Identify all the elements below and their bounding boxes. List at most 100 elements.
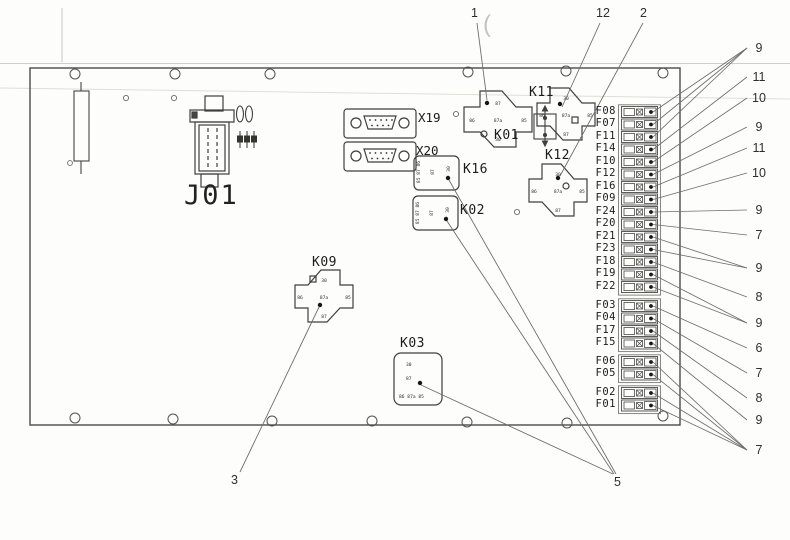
fuse-element-x (636, 389, 643, 397)
fuse-element-x (636, 271, 643, 278)
fuse-symbol-F05 (621, 368, 658, 381)
fuse-label-F19: F19 (595, 267, 616, 279)
right-callout-number-15: 7 (755, 443, 763, 457)
right-callout-number-11: 6 (755, 341, 763, 355)
fuse-leader-line (652, 286, 748, 324)
svg-text:30: 30 (321, 278, 327, 284)
svg-text:86: 86 (539, 113, 545, 119)
fuse-contact (644, 270, 657, 279)
fuse-element-x (636, 327, 643, 335)
fuse-contact (644, 388, 657, 398)
fuse-element (636, 340, 643, 347)
component-label-k11: K11 (529, 85, 554, 100)
fuse-label-F14: F14 (595, 142, 616, 154)
fuse-symbol-F09 (621, 193, 658, 206)
fuse-element (636, 389, 643, 397)
component-label-x20: X20 (416, 143, 439, 158)
right-callout-number-13: 8 (755, 391, 763, 405)
svg-text:87: 87 (430, 169, 436, 175)
fuse-test-dot (649, 285, 653, 289)
fuse-symbol-F22 (621, 281, 658, 293)
fuse-label-F03: F03 (595, 298, 616, 311)
fuse-element-x (636, 358, 643, 366)
callout-number-12: 12 (596, 6, 610, 20)
fuse-test-dot (649, 341, 653, 346)
fuse-body (623, 233, 635, 241)
svg-text:30: 30 (406, 362, 412, 368)
fuse-symbol-F03 (621, 300, 658, 312)
fuse-label-F15: F15 (595, 336, 616, 348)
fuse-test-dot (649, 135, 653, 139)
fuse-element-x (636, 302, 643, 310)
fuse-contact (644, 282, 657, 292)
svg-text:86: 86 (469, 118, 475, 124)
fuse-label-F17: F17 (595, 323, 616, 336)
fuse-element-x (636, 121, 643, 128)
fuse-element (636, 146, 643, 153)
svg-text:87: 87 (321, 314, 327, 320)
fuse-leader-line (652, 47, 748, 113)
svg-text:85: 85 (587, 113, 593, 119)
fuse-leader-line (652, 97, 748, 163)
fuse-label-F09: F09 (595, 192, 616, 204)
fuse-leader-line (652, 343, 748, 421)
leader-lines (239, 22, 644, 475)
right-callout-number-12: 7 (755, 366, 763, 380)
fuse-element (636, 371, 643, 378)
svg-text:87a: 87a (320, 295, 329, 301)
fuse-body (623, 283, 635, 291)
fuse-element (636, 208, 643, 216)
fuse-body (623, 208, 635, 216)
fuse-test-dot (649, 372, 653, 377)
fuse-contact (644, 107, 657, 117)
component-label-k09: K09 (312, 255, 337, 270)
svg-text:30: 30 (555, 172, 561, 178)
fuse-element-x (636, 340, 643, 347)
fuse-symbol-F06 (621, 356, 658, 368)
fuse-element (636, 315, 643, 322)
fuse-body (623, 401, 635, 410)
fuse-contact (644, 301, 657, 311)
fuse-leader-line (652, 47, 748, 138)
svg-text:87: 87 (563, 132, 569, 138)
k09-relay (294, 269, 354, 323)
scan-artifact: ( (483, 11, 491, 38)
right-callout-number-14: 9 (755, 413, 763, 427)
svg-text:30: 30 (495, 137, 501, 143)
fuse-test-dot (649, 185, 653, 189)
component-label-x19: X19 (418, 110, 441, 125)
fuse-body (623, 389, 635, 397)
fuse-element (636, 221, 643, 228)
svg-text:30: 30 (445, 207, 451, 213)
svg-text:30: 30 (446, 166, 452, 172)
small-oval-parts (235, 105, 254, 123)
fuse-element (636, 302, 643, 310)
fuse-leader-line (652, 318, 748, 374)
fuse-symbol-F16 (621, 181, 658, 193)
fuse-element (636, 108, 643, 116)
fuse-leader-line (652, 374, 748, 451)
fuse-body (623, 108, 635, 116)
fuse-element-x (636, 258, 643, 266)
svg-text:87: 87 (555, 208, 561, 214)
right-callout-number-7: 7 (755, 228, 763, 242)
fuse-symbol-F08 (621, 106, 658, 118)
fuse-label-F07: F07 (595, 117, 616, 129)
fuse-symbol-F10 (621, 156, 658, 168)
fuse-symbol-F20 (621, 218, 658, 231)
component-label-k01: K01 (494, 128, 519, 143)
fuse-body (623, 158, 635, 166)
fuse-symbol-F01 (621, 399, 658, 412)
fuse-contact (644, 195, 657, 204)
fuse-symbol-F19 (621, 268, 658, 281)
svg-text:87: 87 (495, 101, 501, 107)
fuse-leader-line (652, 172, 748, 200)
capacitor (73, 82, 90, 174)
fuse-label-F02: F02 (595, 385, 616, 398)
fuse-test-dot (649, 329, 653, 333)
fuse-element-x (636, 196, 643, 203)
fuse-contact (644, 232, 657, 242)
j01-connector (189, 95, 235, 188)
fuse-element (636, 121, 643, 128)
